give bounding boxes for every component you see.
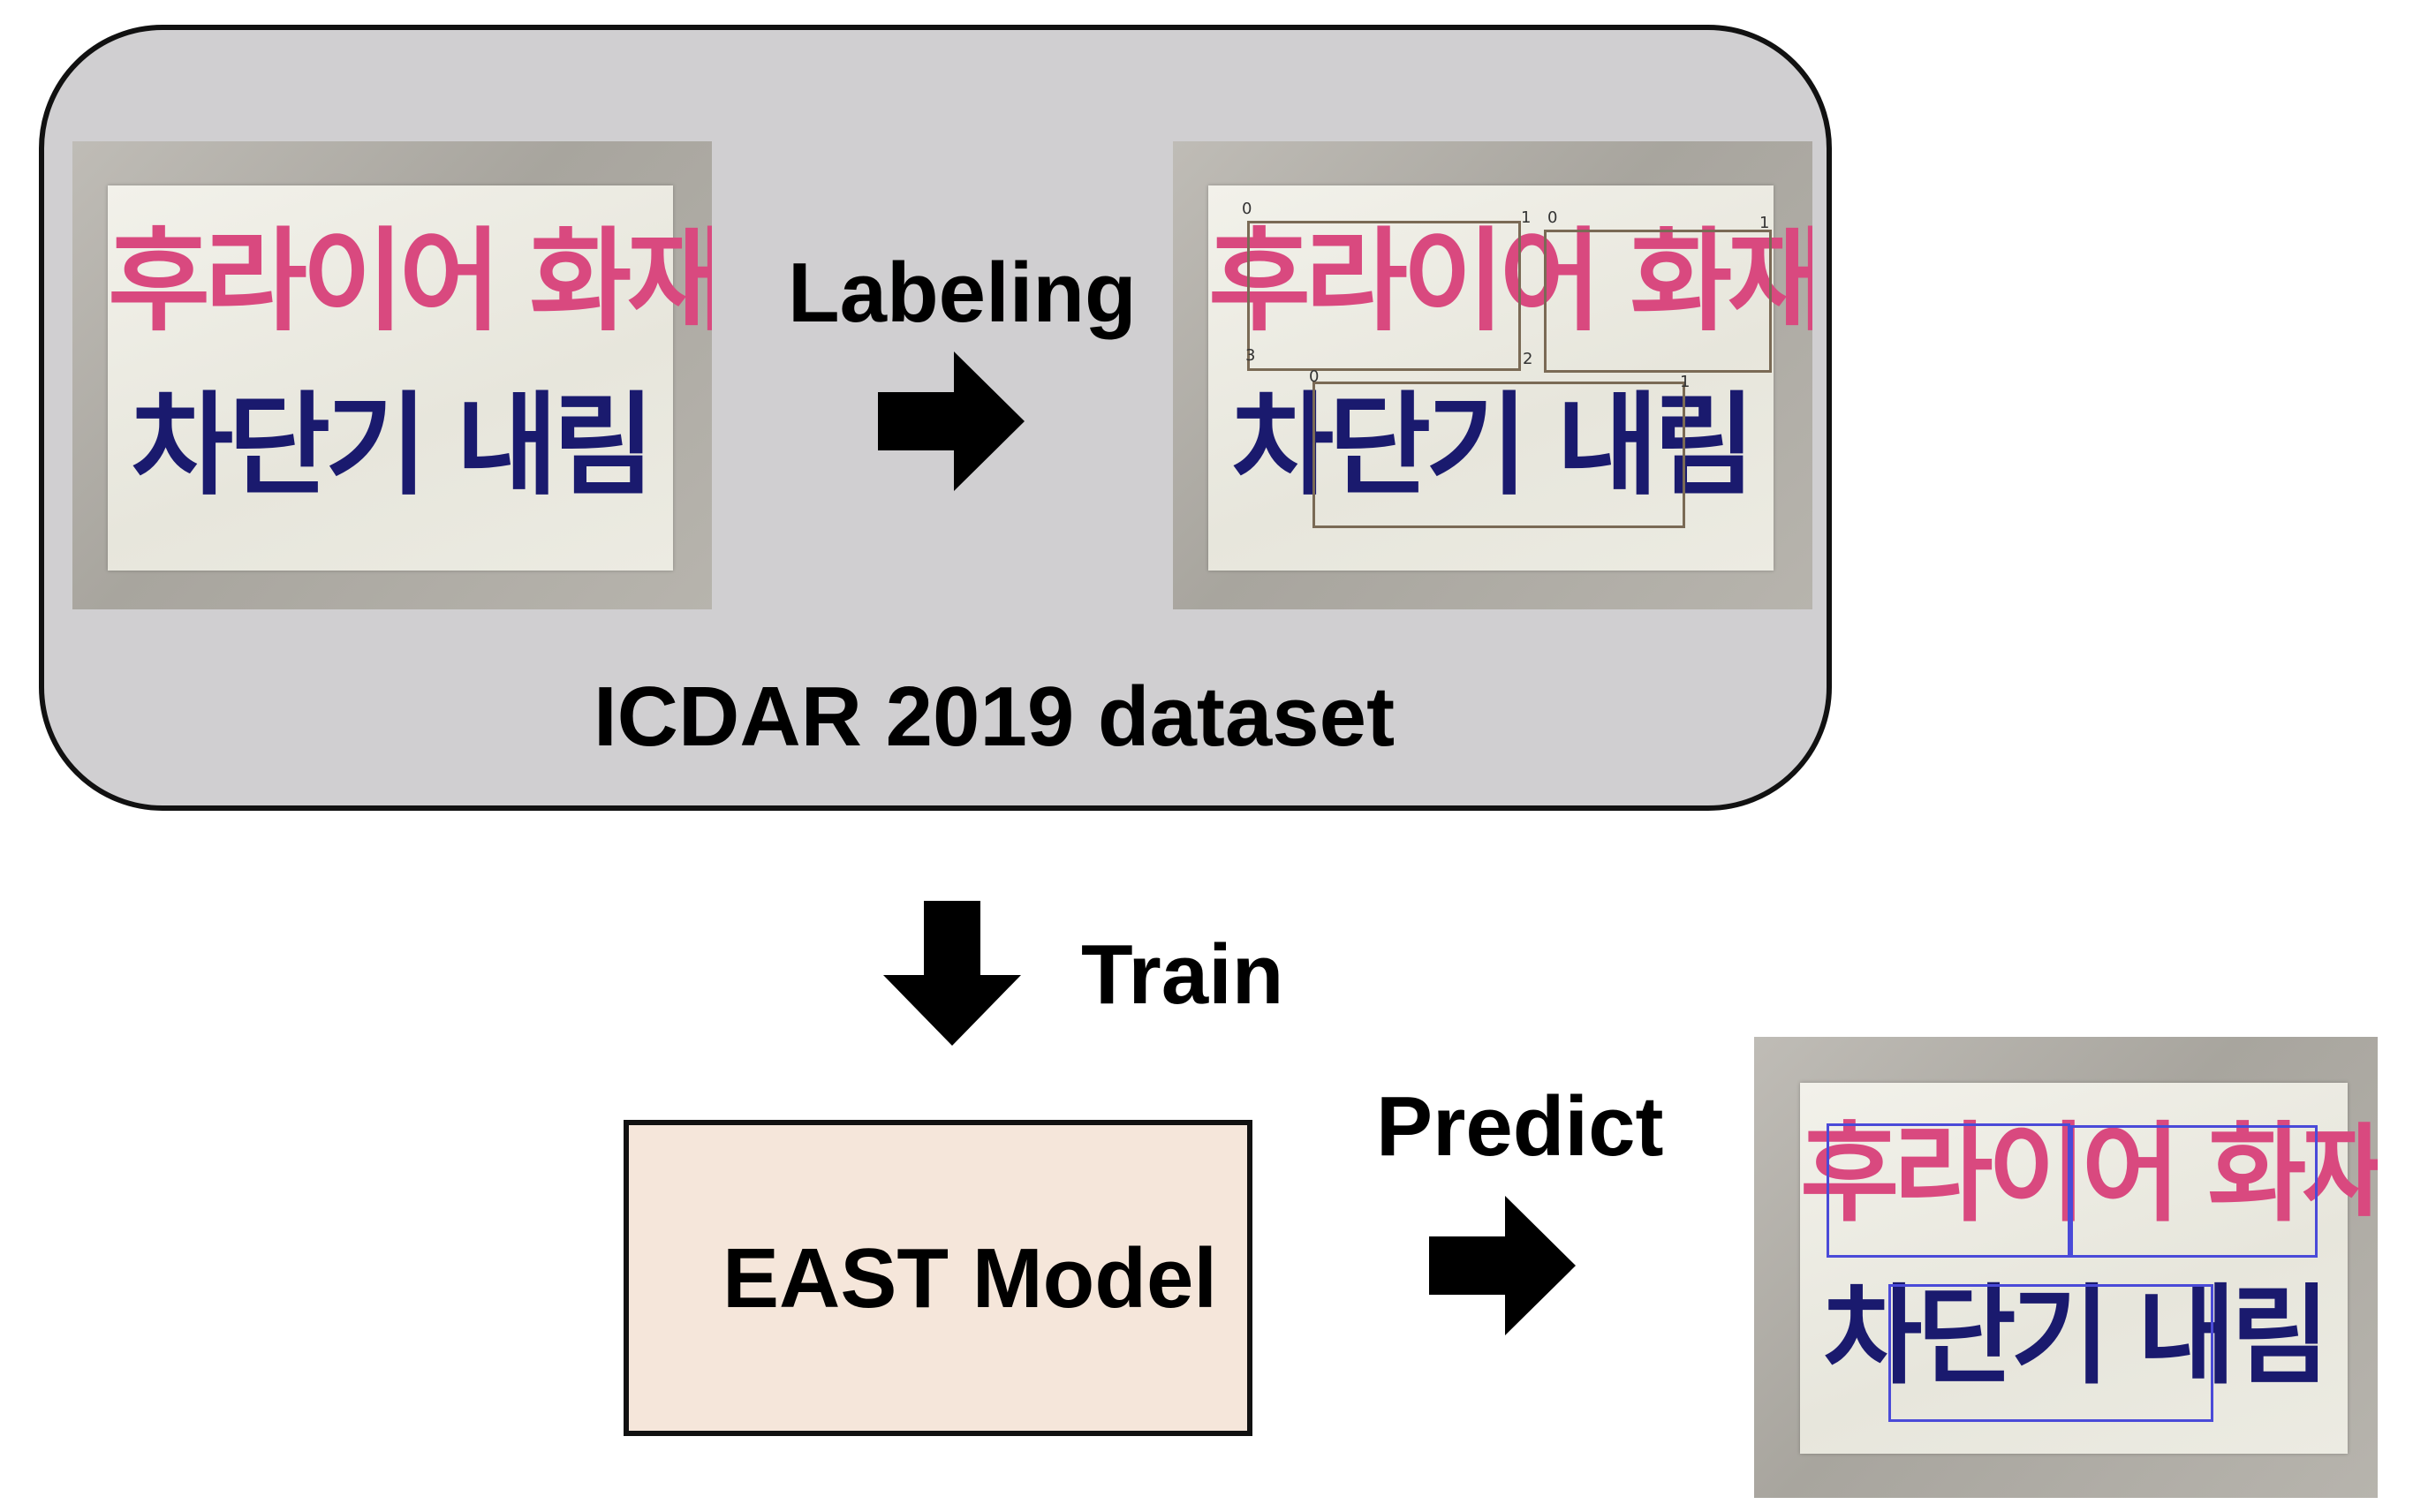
sign-text-line-2: 차단기 내림 — [1823, 1274, 2330, 1399]
dataset-title: ICDAR 2019 dataset — [594, 669, 1396, 764]
predicted-sign-photo: 후라이어 화재시 차단기 내림 — [1754, 1037, 2378, 1498]
sign-text-line-1: 후라이어 화재시 — [1208, 216, 1812, 346]
sign-text-line-2: 차단기 내림 — [131, 381, 654, 510]
ground-truth-box — [1247, 221, 1521, 371]
labeled-sign-photo: 후라이어 화재시 차단기 내림 0 1 3 2 0 1 0 1 — [1173, 141, 1812, 609]
corner-index: 1 — [1521, 208, 1532, 227]
sign-text-line-2: 차단기 내림 — [1231, 381, 1755, 510]
east-model-box — [624, 1120, 1252, 1436]
arrow-right-icon — [878, 352, 1025, 491]
east-model-label: EAST Model — [722, 1231, 1218, 1326]
sign-board: 후라이어 화재시 차단기 내림 — [108, 185, 712, 571]
predicted-box — [2070, 1125, 2318, 1258]
sign-text-line-1: 후라이어 화재시 — [1800, 1111, 2378, 1236]
train-label: Train — [1081, 927, 1284, 1022]
predict-label: Predict — [1376, 1079, 1664, 1174]
labeling-label: Labeling — [788, 246, 1137, 340]
corner-index: 1 — [1680, 373, 1691, 391]
arrow-right-icon — [1429, 1196, 1576, 1335]
sign-board: 후라이어 화재시 차단기 내림 — [1208, 185, 1812, 571]
corner-index: 3 — [1245, 346, 1256, 365]
corner-index: 0 — [1242, 200, 1252, 218]
corner-index: 2 — [1523, 350, 1533, 368]
corner-index: 1 — [1759, 214, 1770, 232]
predicted-box — [1827, 1123, 2070, 1258]
original-sign-photo: 후라이어 화재시 차단기 내림 — [72, 141, 712, 609]
sign-board: 후라이어 화재시 차단기 내림 — [1800, 1083, 2378, 1454]
ground-truth-box — [1544, 230, 1772, 373]
corner-index: 0 — [1547, 208, 1558, 227]
corner-index: 0 — [1309, 367, 1320, 386]
arrow-down-icon — [883, 901, 1021, 1046]
predicted-box — [1888, 1284, 2213, 1422]
ground-truth-box — [1312, 382, 1685, 528]
sign-text-line-1: 후라이어 화재시 — [108, 216, 712, 346]
